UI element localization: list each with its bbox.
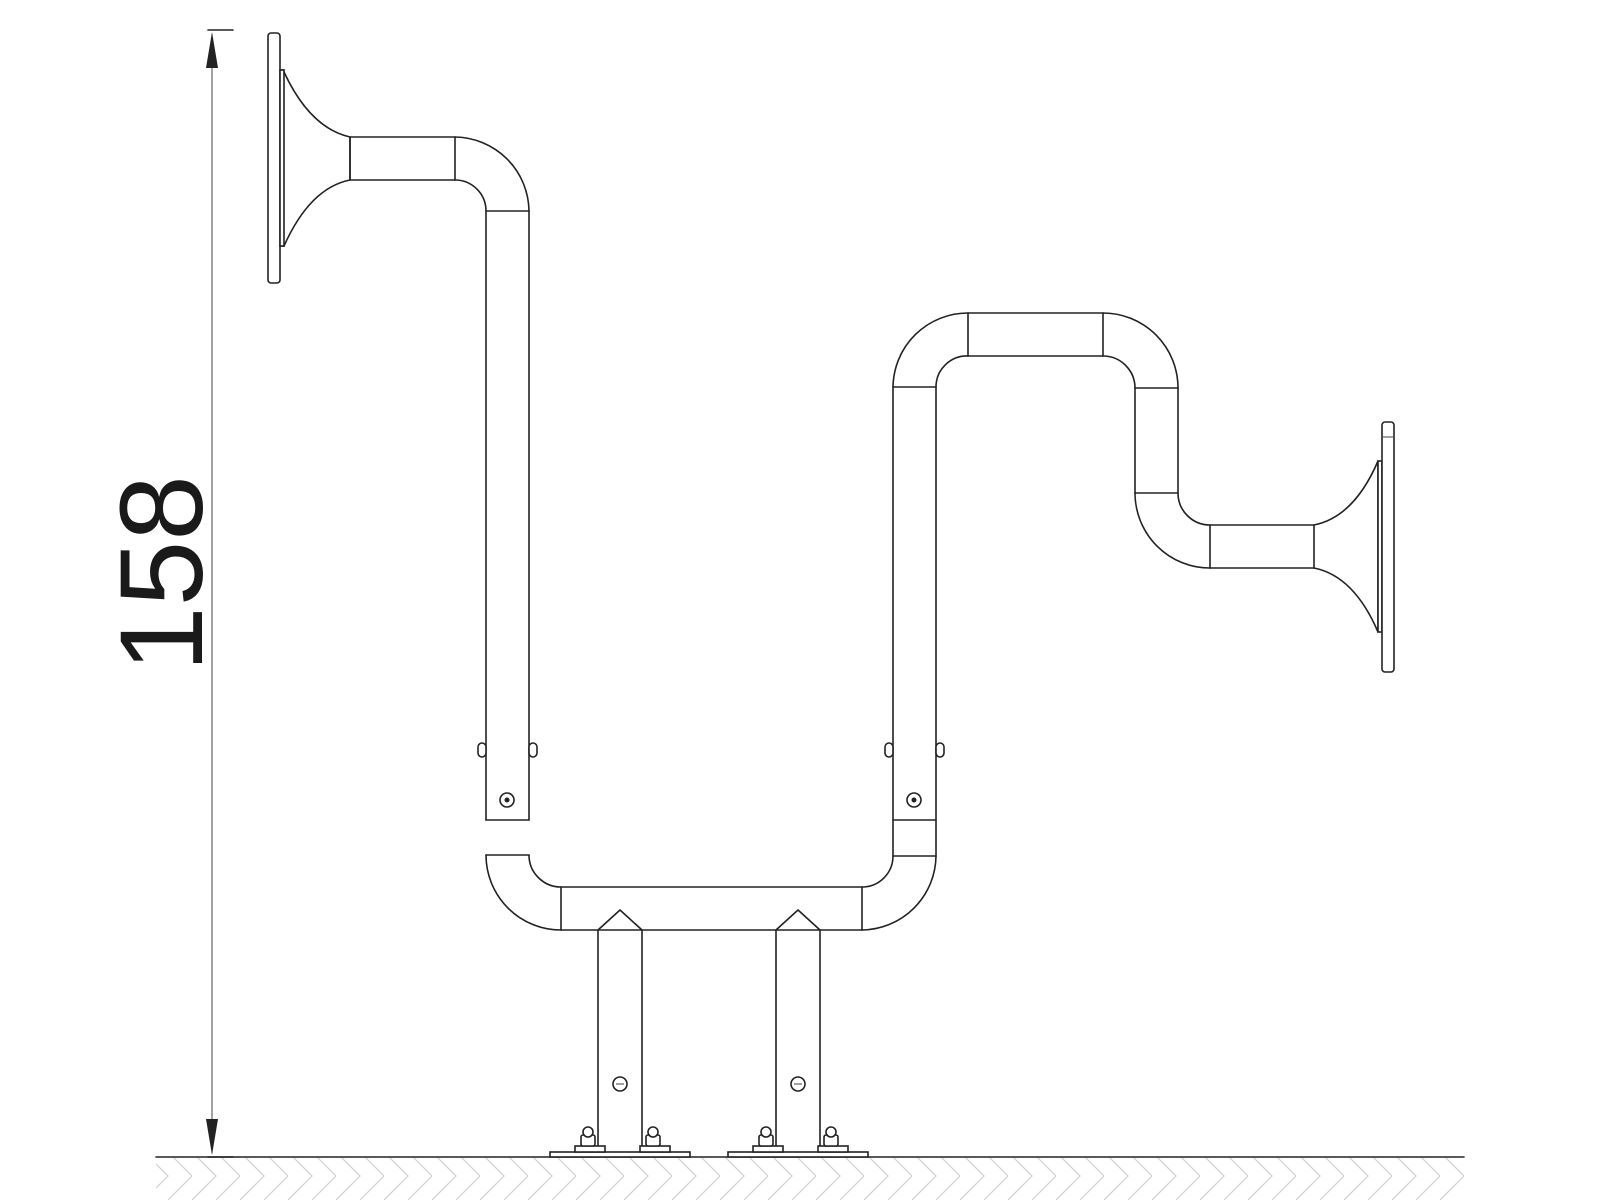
right-clamp xyxy=(884,742,945,808)
left-support-post xyxy=(597,909,643,1155)
right-wall-mount xyxy=(1313,421,1395,673)
left-base-plate xyxy=(549,1126,691,1158)
left-clamp xyxy=(477,742,538,808)
height-dimension-label: 158 xyxy=(96,475,228,672)
right-base-plate xyxy=(727,1126,869,1158)
tube-frame xyxy=(349,136,1315,931)
ground xyxy=(155,1156,1465,1200)
right-support-post xyxy=(775,909,821,1155)
height-dimension: 158 xyxy=(96,29,234,1158)
left-wall-mount xyxy=(267,32,351,284)
